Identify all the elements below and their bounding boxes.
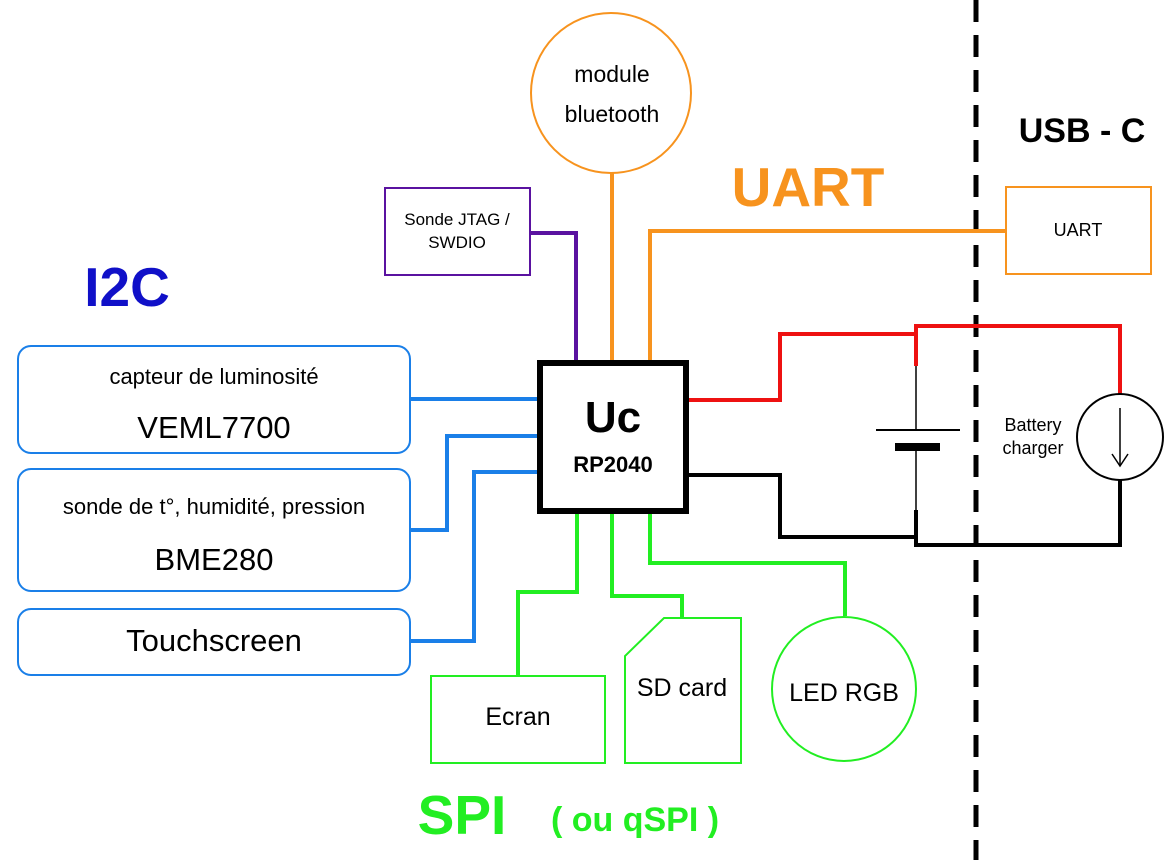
spi-alt-title: ( ou qSPI ): [551, 801, 719, 839]
jtag-line2: SWDIO: [428, 233, 486, 252]
jtag-probe-box: [384, 187, 531, 276]
i2c-title: I2C: [84, 256, 170, 318]
spi-device-ecran: [430, 675, 606, 764]
led-label: LED RGB: [789, 679, 899, 707]
bluetooth-module-circle: [530, 12, 692, 174]
i2c-device-bme280: [17, 468, 411, 592]
i2c-device-veml7700: [17, 345, 411, 454]
charger-positive-wire: [914, 324, 1122, 395]
touchscreen-name: Touchscreen: [126, 623, 302, 658]
charger-label-line2: charger: [1002, 438, 1063, 458]
charger-label-line1: Battery: [1004, 415, 1061, 435]
spi-wire-led: [648, 512, 847, 616]
spi-title: SPI: [418, 784, 507, 846]
spi-device-led: [771, 616, 917, 762]
bme280-description: sonde de t°, humidité, pression: [63, 494, 365, 519]
spi-device-sdcard: [624, 617, 742, 764]
power-positive-wire: [686, 332, 916, 402]
jtag-line1: Sonde JTAG /: [404, 210, 510, 229]
battery-symbol-icon: [876, 366, 960, 512]
uart-wire: [648, 229, 1006, 362]
bme280-name: BME280: [155, 542, 274, 577]
ground-wire: [686, 473, 916, 539]
bluetooth-line2: bluetooth: [565, 101, 660, 127]
bluetooth-line1: module: [574, 61, 649, 87]
charger-ground-wire: [914, 480, 1122, 547]
uart-connector-box: [1005, 186, 1152, 275]
current-source-arrow-icon: [1076, 393, 1164, 481]
uart-title: UART: [732, 156, 885, 218]
spi-wire-ecran: [516, 512, 579, 676]
ecran-label: Ecran: [485, 703, 550, 731]
veml7700-name: VEML7700: [137, 410, 290, 445]
i2c-wire-bme280: [410, 434, 540, 532]
i2c-device-touchscreen: [17, 608, 411, 676]
i2c-wire-touchscreen: [410, 470, 540, 643]
microcontroller-box: [537, 360, 689, 514]
spi-wire-sdcard: [610, 512, 684, 618]
usb-c-title: USB - C: [1019, 112, 1146, 150]
uart-connector-label: UART: [1054, 220, 1103, 240]
jtag-wire: [530, 231, 578, 362]
sdcard-label: SD card: [637, 674, 727, 702]
veml7700-description: capteur de luminosité: [109, 364, 318, 389]
mcu-name: Uc: [585, 393, 641, 442]
mcu-chip: RP2040: [573, 452, 653, 477]
